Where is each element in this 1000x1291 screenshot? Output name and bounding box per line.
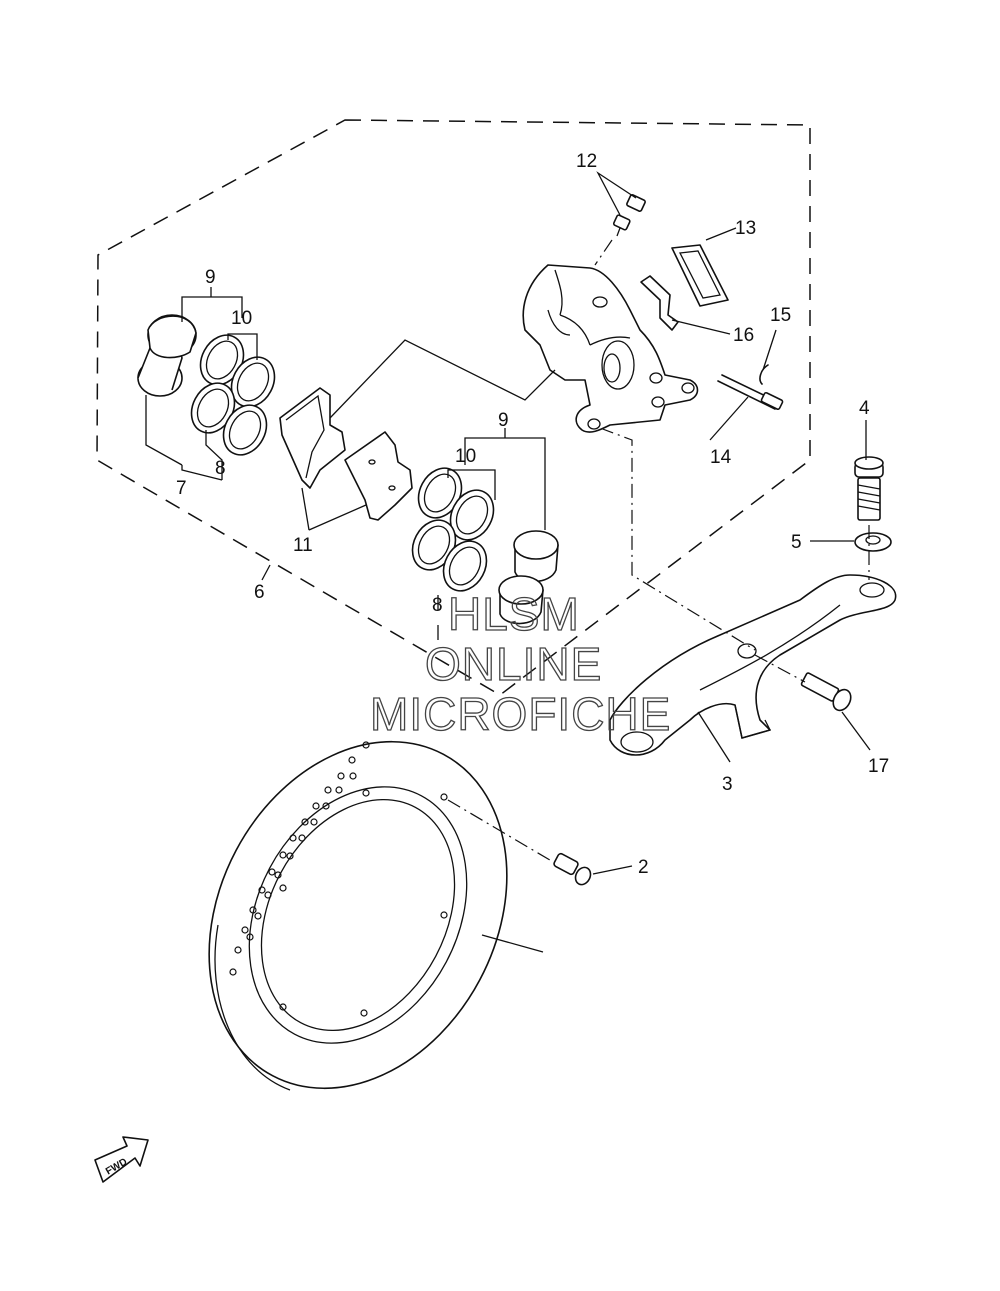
callout-17: 17	[868, 756, 889, 777]
pad-pin	[717, 374, 784, 411]
caliper-bracket	[609, 574, 897, 756]
forward-direction-icon: FWD	[94, 1136, 149, 1183]
watermark-line-2: ONLINE	[425, 638, 602, 690]
callout-11: 11	[293, 535, 313, 556]
bracket-10-right	[447, 469, 496, 500]
callout-15: 15	[770, 305, 791, 326]
bracket-7-8-left	[145, 395, 223, 481]
callout-9-right: 9	[498, 410, 509, 431]
callout-14: 14	[710, 447, 732, 468]
piston-seals-right	[411, 467, 495, 592]
callout-3: 3	[722, 774, 733, 795]
bleeder-guide	[594, 239, 613, 266]
callout-16: 16	[733, 325, 754, 346]
pad-clip	[640, 275, 679, 331]
callout-4: 4	[859, 398, 870, 419]
callout-13: 13	[735, 218, 756, 239]
callout-10-right: 10	[455, 446, 476, 467]
callout-8-left: 8	[215, 458, 226, 479]
pin-clip	[759, 364, 769, 385]
leader-14	[709, 396, 749, 441]
callout-12: 12	[576, 151, 597, 172]
leader-12	[596, 171, 637, 216]
watermark-line-1: HLSM	[448, 588, 580, 640]
disc-leader	[481, 934, 544, 953]
callout-6: 6	[254, 582, 265, 603]
watermark: HLSM ONLINE MICROFICHE	[369, 587, 671, 740]
watermark-line-3: MICROFICHE	[370, 688, 671, 740]
caliper-assembly-boundary	[96, 119, 811, 696]
brake-disc	[208, 740, 508, 1091]
leader-2	[592, 865, 633, 875]
brake-pad-left	[279, 387, 346, 489]
callout-10-left: 10	[231, 308, 252, 329]
leader-15	[762, 329, 777, 371]
caliper-body	[522, 264, 699, 433]
pistons-left	[137, 314, 197, 397]
leader-17	[841, 711, 871, 751]
leader-13	[705, 227, 737, 241]
callout-8-right: 8	[432, 595, 443, 616]
callout-2: 2	[638, 857, 649, 878]
bracket-9-left	[181, 296, 243, 322]
brake-pad-right	[344, 431, 413, 521]
caliper-to-bracket-guide	[599, 427, 756, 651]
leader-11	[301, 487, 367, 531]
bracket-bolt-top	[854, 456, 884, 521]
leader-3	[697, 711, 731, 763]
leader-6	[261, 564, 271, 581]
bolt17-guide	[754, 654, 806, 683]
pad-to-caliper-guide	[329, 339, 556, 419]
bracket-10-left	[227, 333, 258, 360]
callout-9-left: 9	[205, 267, 216, 288]
disc-holes	[229, 741, 448, 1017]
bleeder-screw	[612, 194, 646, 237]
washer	[854, 532, 892, 552]
piston-seals-left	[190, 334, 276, 456]
disc-bolt	[447, 799, 592, 886]
pad-spring	[671, 244, 729, 307]
callout-5: 5	[791, 532, 802, 553]
leader-16	[671, 319, 731, 335]
callout-7: 7	[176, 478, 187, 499]
pistons-right	[498, 530, 559, 625]
bracket-bolt-bottom	[800, 672, 852, 712]
